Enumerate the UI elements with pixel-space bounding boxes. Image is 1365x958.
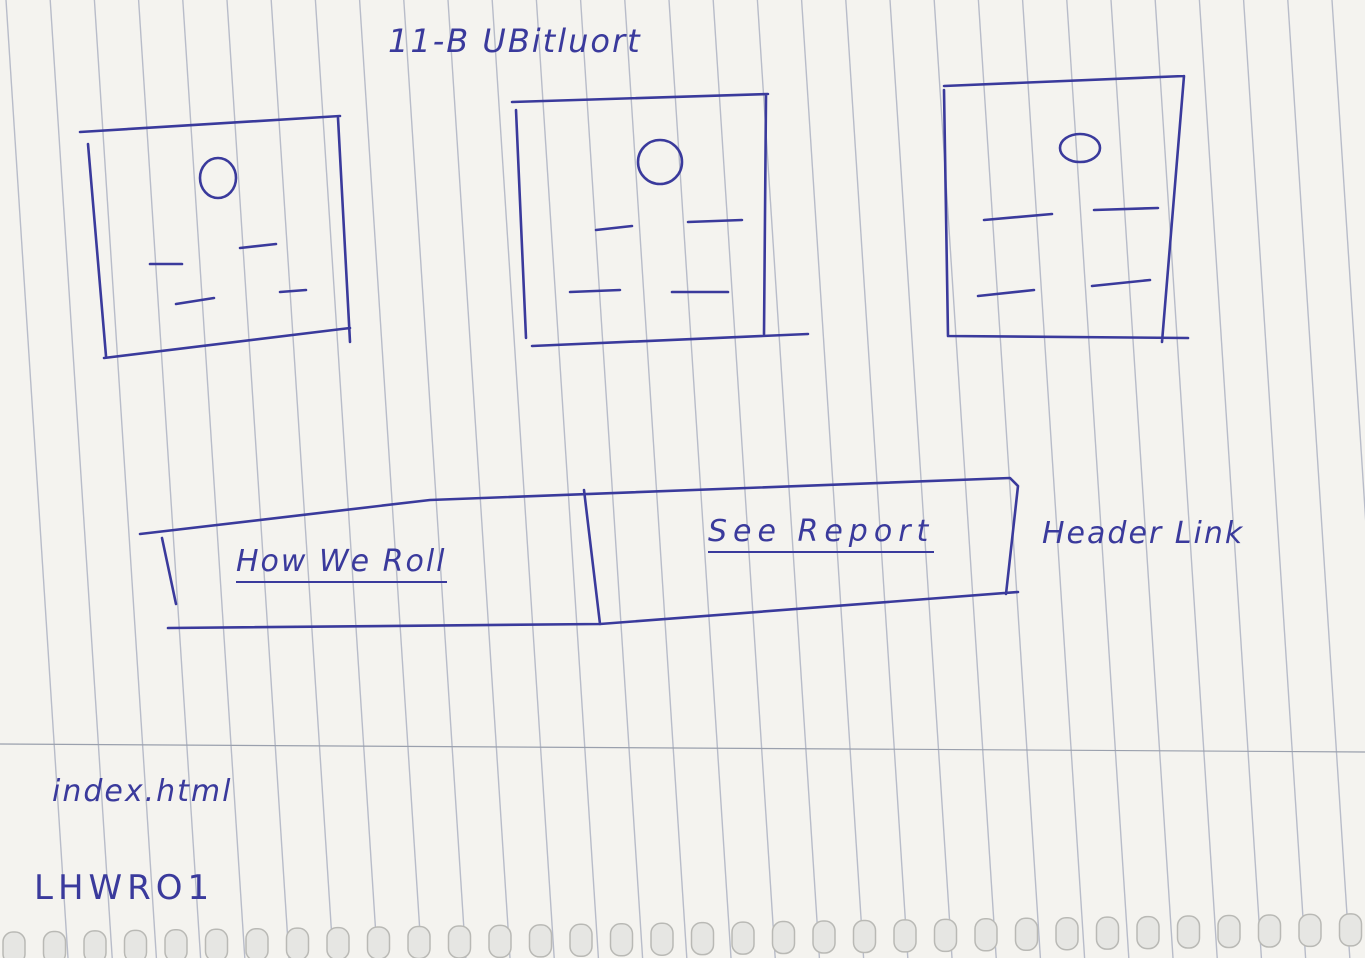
spiral-hole bbox=[204, 928, 229, 958]
header-link-annotation: Header Link bbox=[1042, 516, 1245, 551]
spiral-hole bbox=[407, 925, 431, 958]
header-divider bbox=[582, 488, 602, 626]
ruled-line bbox=[358, 0, 423, 958]
spiral-hole bbox=[1176, 915, 1201, 949]
spiral-hole bbox=[569, 923, 593, 958]
ruled-line bbox=[137, 0, 202, 958]
ruled-line bbox=[314, 0, 379, 958]
spiral-hole bbox=[123, 929, 148, 958]
card-3-frame bbox=[942, 74, 1190, 344]
spiral-hole bbox=[933, 918, 958, 953]
header-bar bbox=[138, 476, 1020, 630]
ruled-line bbox=[403, 0, 467, 958]
ruled-line bbox=[182, 0, 246, 958]
ruled-line bbox=[668, 0, 732, 958]
note-code: LHWRO1 bbox=[34, 868, 215, 908]
page-title: 11-B UBitluort bbox=[388, 22, 642, 60]
ruled-line bbox=[447, 0, 511, 958]
ruled-line bbox=[226, 0, 290, 958]
card-3-avatar-icon bbox=[1058, 132, 1102, 164]
spiral-hole bbox=[447, 925, 472, 958]
spiral-hole bbox=[731, 921, 755, 955]
spiral-hole bbox=[2, 931, 26, 958]
ruled-line bbox=[800, 0, 865, 958]
ruled-line bbox=[93, 0, 158, 958]
ruled-line bbox=[712, 0, 776, 958]
spiral-hole bbox=[609, 923, 634, 957]
spiral-hole bbox=[1095, 916, 1120, 950]
ruled-line bbox=[49, 0, 113, 958]
card-1 bbox=[78, 114, 352, 360]
card-1-avatar-icon bbox=[198, 156, 238, 200]
spiral-hole bbox=[1136, 915, 1160, 950]
card-3-text-lines bbox=[976, 206, 1160, 298]
spiral-hole bbox=[812, 920, 836, 954]
ruled-line bbox=[5, 0, 69, 958]
spiral-hole bbox=[1338, 913, 1363, 947]
spiral-hole bbox=[528, 924, 553, 958]
card-2-frame bbox=[510, 92, 810, 348]
card-2 bbox=[510, 92, 810, 348]
ruled-line bbox=[1331, 0, 1365, 521]
margin-rule bbox=[0, 743, 1365, 753]
spiral-hole bbox=[650, 922, 674, 956]
ruled-line bbox=[889, 0, 953, 958]
spiral-hole bbox=[1257, 914, 1282, 948]
ruled-line bbox=[1198, 0, 1263, 958]
spiral-hole bbox=[1014, 917, 1039, 952]
spiral-hole bbox=[366, 926, 391, 958]
spiral-hole bbox=[1217, 914, 1241, 949]
spiral-hole bbox=[1055, 916, 1079, 951]
spiral-hole bbox=[690, 921, 715, 956]
card-1-text-lines bbox=[148, 242, 308, 306]
ruled-line bbox=[1154, 0, 1218, 958]
card-2-avatar-icon bbox=[636, 138, 684, 186]
spiral-hole bbox=[974, 918, 998, 952]
ruled-line bbox=[1066, 0, 1130, 958]
spiral-hole bbox=[326, 926, 350, 958]
ruled-line bbox=[845, 0, 909, 958]
spiral-hole bbox=[42, 930, 67, 958]
card-2-text-lines bbox=[568, 218, 744, 294]
note-filename: index.html bbox=[52, 774, 233, 809]
ruled-lines bbox=[5, 0, 1365, 958]
ruled-line bbox=[270, 0, 334, 958]
card-1-frame bbox=[78, 114, 352, 360]
spiral-hole bbox=[1298, 913, 1322, 948]
ruled-line bbox=[1242, 0, 1307, 958]
ruled-line bbox=[756, 0, 821, 958]
ruled-line bbox=[579, 0, 644, 958]
spiral-hole bbox=[285, 927, 310, 958]
card-3 bbox=[942, 74, 1190, 344]
spiral-hole bbox=[852, 919, 877, 954]
ruled-line bbox=[535, 0, 600, 958]
ruled-line bbox=[624, 0, 688, 958]
ruled-line bbox=[1110, 0, 1174, 958]
ruled-line bbox=[1021, 0, 1086, 958]
see-report-link[interactable]: See Report bbox=[708, 514, 935, 553]
spiral-hole bbox=[245, 927, 269, 958]
spiral-hole bbox=[164, 929, 188, 958]
how-we-roll-link[interactable]: How We Roll bbox=[236, 544, 447, 583]
ruled-line bbox=[1287, 0, 1351, 958]
spiral-hole bbox=[83, 930, 107, 958]
spiral-hole bbox=[488, 924, 512, 958]
ruled-line bbox=[491, 0, 555, 958]
spiral-holes bbox=[2, 913, 1363, 958]
spiral-hole bbox=[893, 919, 917, 953]
spiral-hole bbox=[771, 920, 796, 955]
